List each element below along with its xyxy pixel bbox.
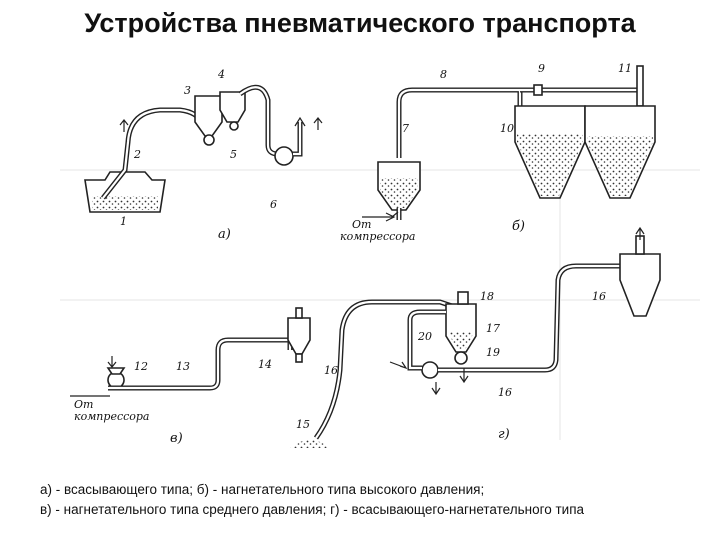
caption: а) - всасывающего типа; б) - нагнетатель…	[40, 480, 715, 520]
pneumatic-transport-diagram: 1 2 3 4 5 6 а) 7 8 9 10 11 От компрессор…	[0, 50, 720, 460]
panel-g-letter: г)	[498, 427, 510, 442]
page-title: Устройства пневматического транспорта	[84, 8, 636, 38]
panel-b-letter: б)	[512, 219, 525, 234]
compressor-b-line1: От	[352, 218, 371, 231]
label-13: 13	[176, 360, 190, 373]
label-18: 18	[480, 290, 494, 303]
cyclone-3	[194, 95, 223, 137]
label-19: 19	[486, 346, 500, 359]
panel-v-letter: в)	[170, 431, 183, 446]
panel-b-high-pressure: 7 8 9 10 11 От компрессора б)	[340, 62, 656, 243]
filter-4	[219, 91, 246, 123]
label-12: 12	[134, 360, 148, 373]
label-15: 15	[296, 418, 310, 431]
feeder-19	[454, 351, 468, 365]
cyclone-16	[619, 253, 661, 317]
valve-9	[533, 84, 543, 96]
blower-20	[421, 361, 439, 379]
panel-a-letter: а)	[218, 227, 231, 242]
label-2: 2	[133, 148, 141, 161]
label-20: 20	[417, 330, 432, 343]
label-9: 9	[538, 62, 545, 75]
grain-pile	[290, 440, 330, 448]
compressor-v-line2: компрессора	[74, 410, 150, 423]
label-7: 7	[402, 122, 409, 135]
label-16-left: 16	[324, 364, 338, 377]
panel-a-suction: 1 2 3 4 5 6 а)	[84, 68, 323, 242]
vacuum-pump-6	[274, 146, 294, 166]
label-10: 10	[500, 122, 514, 135]
compressor-v-line1: От	[74, 398, 93, 411]
label-17: 17	[486, 322, 500, 335]
label-16-bottom: 16	[498, 386, 512, 399]
valve-5	[203, 134, 215, 146]
label-5: 5	[230, 148, 237, 161]
label-4: 4	[217, 68, 225, 81]
caption-line-1: а) - всасывающего типа; б) - нагнетатель…	[40, 482, 485, 497]
label-3: 3	[184, 84, 191, 97]
panel-g-suction-pressure: 15 16 18 17 19 20 16 16 г)	[290, 226, 661, 448]
compressor-b-line2: компрессора	[340, 230, 416, 243]
caption-line-2: в) - нагнетательного типа среднего давле…	[40, 502, 585, 517]
label-16-right: 16	[592, 290, 606, 303]
filter-18	[457, 291, 469, 305]
label-11: 11	[618, 62, 632, 75]
panel-v-medium-pressure: 12 13 14 От компрессора в)	[70, 307, 311, 446]
label-1: 1	[120, 215, 127, 228]
label-8: 8	[440, 68, 447, 81]
label-14: 14	[258, 358, 272, 371]
label-6: 6	[270, 198, 277, 211]
